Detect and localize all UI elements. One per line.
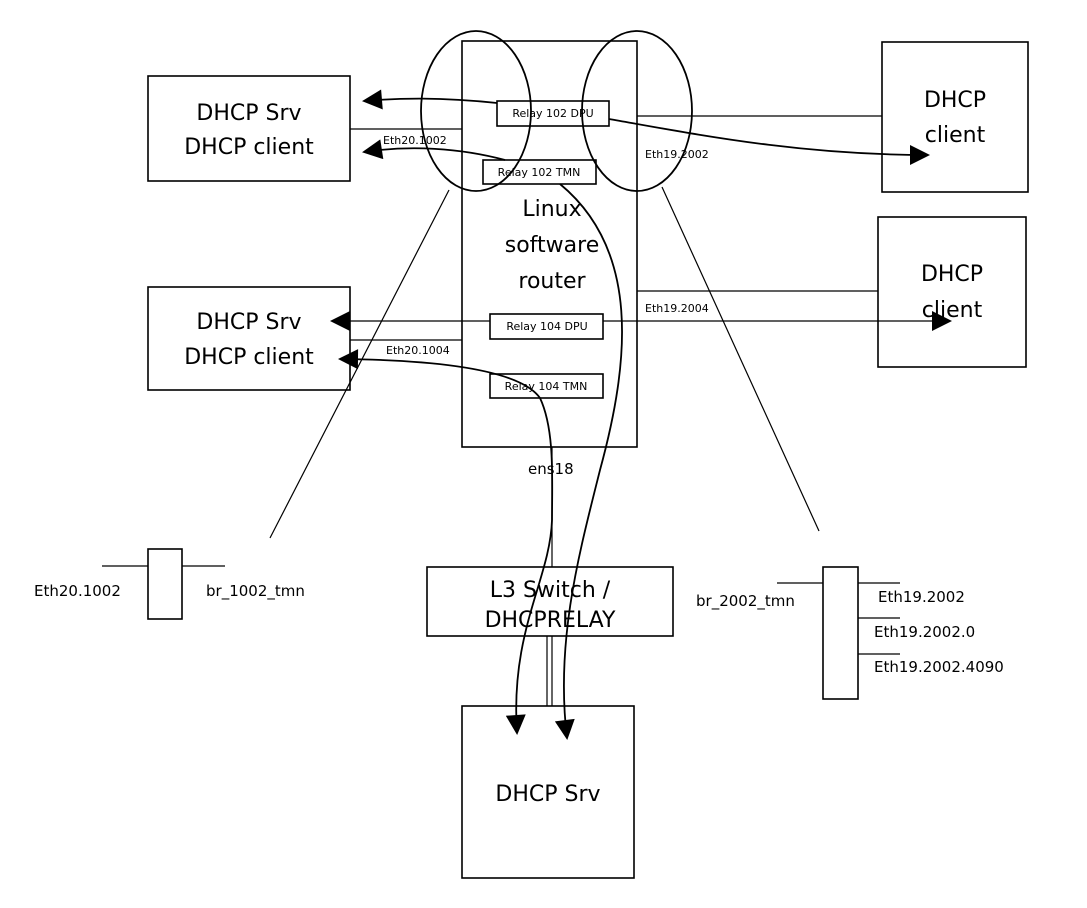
label-eth19-2002: Eth19.2002 — [645, 148, 709, 161]
label-eth20-1004: Eth20.1004 — [386, 344, 450, 357]
left-top-label-line2: DHCP client — [184, 135, 314, 160]
arrow-102dpu-to-left-srv — [362, 89, 498, 110]
bridge-br-2002-tmn: br_2002_tmn Eth19.2002 Eth19.2002.0 Eth1… — [696, 566, 1004, 700]
relay-104-tmn-label: Relay 104 TMN — [505, 380, 588, 393]
router-label-line3: router — [518, 269, 586, 294]
bottom-dhcp-srv-node: DHCP Srv — [461, 705, 635, 879]
arrow-104tmn-to-left-client — [338, 349, 541, 399]
bridge-left-name-label: br_1002_tmn — [206, 582, 305, 601]
switch-label-line2: DHCPRELAY — [485, 608, 616, 633]
router-label-line1: Linux — [522, 197, 581, 222]
relay-102-dpu-box — [496, 100, 610, 127]
switch-label-line1: L3 Switch / — [490, 578, 611, 603]
callout-left-bridge — [269, 189, 450, 539]
right-mid-dhcp-box — [877, 216, 1027, 368]
bridge-right-port-label-3: Eth19.2002.4090 — [874, 658, 1004, 676]
ellipse-right-interfaces — [581, 30, 693, 192]
bridge-left-port-label: Eth20.1002 — [34, 582, 121, 600]
bridge-right-port-label-1: Eth19.2002 — [878, 588, 965, 606]
arrow-102tmn-to-left-client — [362, 139, 506, 161]
left-mid-label-line1: DHCP Srv — [196, 310, 301, 335]
bottom-dhcp-srv-box — [461, 705, 635, 879]
right-top-dhcp-client-node: DHCP client — [881, 41, 1029, 193]
right-top-dhcp-box — [881, 41, 1029, 193]
left-mid-dhcp-node: DHCP Srv DHCP client — [147, 286, 351, 391]
left-top-label-line1: DHCP Srv — [196, 101, 301, 126]
ellipse-left-interfaces — [420, 30, 532, 192]
router-label-line2: software — [505, 233, 599, 258]
right-mid-label-line2: client — [922, 298, 983, 323]
label-ens18: ens18 — [528, 460, 574, 478]
relay-102-dpu-label: Relay 102 DPU — [512, 107, 593, 120]
relay-102-tmn-box — [482, 159, 597, 185]
relay-102-tmn-label: Relay 102 TMN — [498, 166, 581, 179]
bridge-br-1002-tmn: Eth20.1002 br_1002_tmn — [34, 548, 305, 620]
label-eth19-2004: Eth19.2004 — [645, 302, 709, 315]
right-top-label-line2: client — [925, 123, 986, 148]
left-top-dhcp-node: DHCP Srv DHCP client — [147, 75, 351, 182]
relay-104-dpu: Relay 104 DPU — [489, 313, 604, 340]
bridge-right-name-label: br_2002_tmn — [696, 592, 795, 611]
bridge-right-port-label-2: Eth19.2002.0 — [874, 623, 975, 641]
right-mid-label-line1: DHCP — [921, 262, 983, 287]
left-mid-label-line2: DHCP client — [184, 345, 314, 370]
bridge-left-box — [147, 548, 183, 620]
right-top-label-line1: DHCP — [924, 88, 986, 113]
l3-switch-node: L3 Switch / DHCPRELAY — [426, 566, 674, 637]
relay-102-dpu: Relay 102 DPU — [496, 100, 610, 127]
relay-104-dpu-box — [489, 313, 604, 340]
arrow-102dpu-to-right-client — [608, 118, 930, 165]
left-mid-dhcp-box — [147, 286, 351, 391]
l3-switch-box — [426, 566, 674, 637]
bottom-srv-label: DHCP Srv — [495, 782, 600, 807]
label-eth20-1002: Eth20.1002 — [383, 134, 447, 147]
left-top-dhcp-box — [147, 75, 351, 182]
callout-right-bridge — [661, 186, 820, 532]
relay-104-dpu-label: Relay 104 DPU — [506, 320, 587, 333]
arrow-104tmn-to-bottom-srv — [505, 397, 554, 735]
right-mid-dhcp-client-node: DHCP client — [877, 216, 1027, 368]
arrow-102tmn-to-bottom-srv — [554, 183, 623, 740]
bridge-right-box — [822, 566, 859, 700]
relay-102-tmn: Relay 102 TMN — [482, 159, 597, 185]
